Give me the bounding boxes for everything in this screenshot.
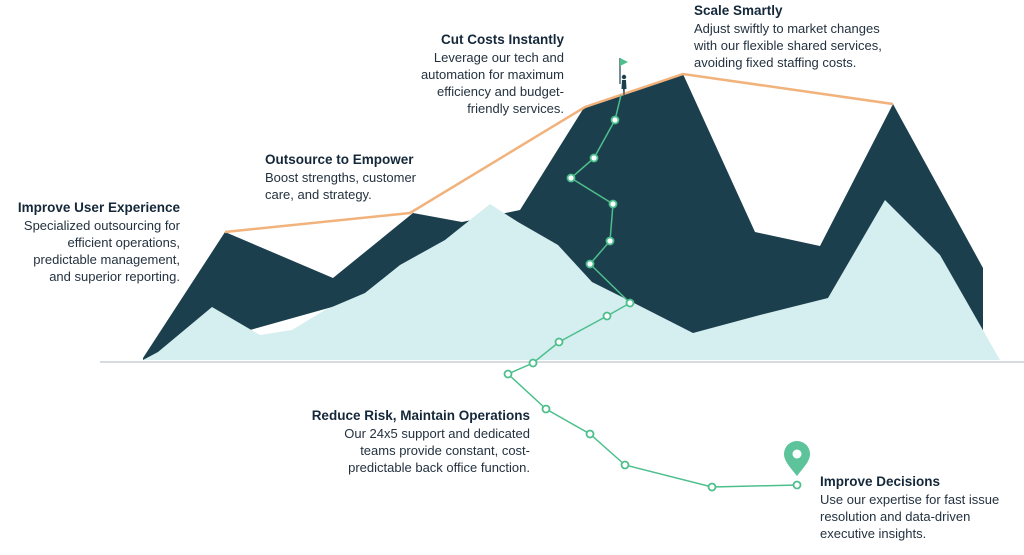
path-node <box>707 482 717 492</box>
flag-icon <box>620 58 628 66</box>
milestone-title: Outsource to Empower <box>265 152 414 167</box>
path-node <box>605 236 615 246</box>
path-node <box>541 404 551 414</box>
path-node <box>585 259 595 269</box>
milestone-text-line: Our 24x5 support and dedicated <box>344 426 530 441</box>
path-node <box>503 369 513 379</box>
milestone-title: Improve Decisions <box>820 474 941 489</box>
path-node <box>554 337 564 347</box>
milestone-text-line: Boost strengths, customer <box>265 170 417 185</box>
path-node <box>610 115 620 125</box>
summit-line <box>224 72 894 234</box>
path-node <box>625 298 635 308</box>
milestone-text-line: Adjust swiftly to market changes <box>694 21 880 36</box>
milestone-title: Improve User Experience <box>17 200 180 215</box>
path-node <box>602 311 612 321</box>
milestone-text-line: Use our expertise for fast issue <box>820 492 1000 507</box>
milestone-text-line: friendly services. <box>467 101 564 116</box>
path-node <box>792 480 802 490</box>
path-node <box>608 199 618 209</box>
milestone-text-line: executive insights. <box>820 526 927 541</box>
milestone-text-line: with our flexible shared services, <box>694 38 882 53</box>
milestone-text-line: efficiency and budget- <box>437 84 564 99</box>
milestone-text-line: care, and strategy. <box>265 187 372 202</box>
milestone-text-line: Leverage our tech and <box>433 50 564 65</box>
milestone-title: Reduce Risk, Maintain Operations <box>311 408 530 423</box>
path-node <box>620 460 630 470</box>
light-mountain-range <box>143 200 1000 360</box>
milestone-improve-user-experience: Improve User Experience Specialized outs… <box>0 199 180 285</box>
path-node <box>566 173 576 183</box>
milestone-text-line: resolution and data-driven <box>820 509 971 524</box>
milestone-text-line: avoiding fixed staffing costs. <box>694 55 857 70</box>
path-node <box>589 153 599 163</box>
milestone-text-line: teams provide constant, cost- <box>360 443 530 458</box>
milestone-text-line: Specialized outsourcing for <box>23 218 180 233</box>
milestone-cut-costs-instantly: Cut Costs Instantly Leverage our tech an… <box>382 31 564 117</box>
milestone-text-line: and superior reporting. <box>49 269 180 284</box>
milestone-title: Scale Smartly <box>694 3 783 18</box>
milestone-text-line: predictable management, <box>33 252 180 267</box>
path-node <box>585 429 595 439</box>
milestone-text-line: predictable back office function. <box>348 460 530 475</box>
milestone-outsource-to-empower: Outsource to Empower Boost strengths, cu… <box>265 151 465 203</box>
milestone-title: Cut Costs Instantly <box>440 32 564 47</box>
path-node <box>528 358 538 368</box>
path-nodes <box>503 115 802 492</box>
milestone-text-line: efficient operations, <box>67 235 181 250</box>
location-pin-icon <box>784 441 810 476</box>
climber-icon <box>619 58 628 95</box>
milestone-text-line: automation for maximum <box>420 67 564 82</box>
milestone-scale-smartly: Scale Smartly Adjust swiftly to market c… <box>694 2 924 71</box>
dark-mountain-range <box>143 74 983 360</box>
milestone-reduce-risk: Reduce Risk, Maintain Operations Our 24x… <box>290 407 530 476</box>
milestone-improve-decisions: Improve Decisions Use our expertise for … <box>820 473 1020 542</box>
